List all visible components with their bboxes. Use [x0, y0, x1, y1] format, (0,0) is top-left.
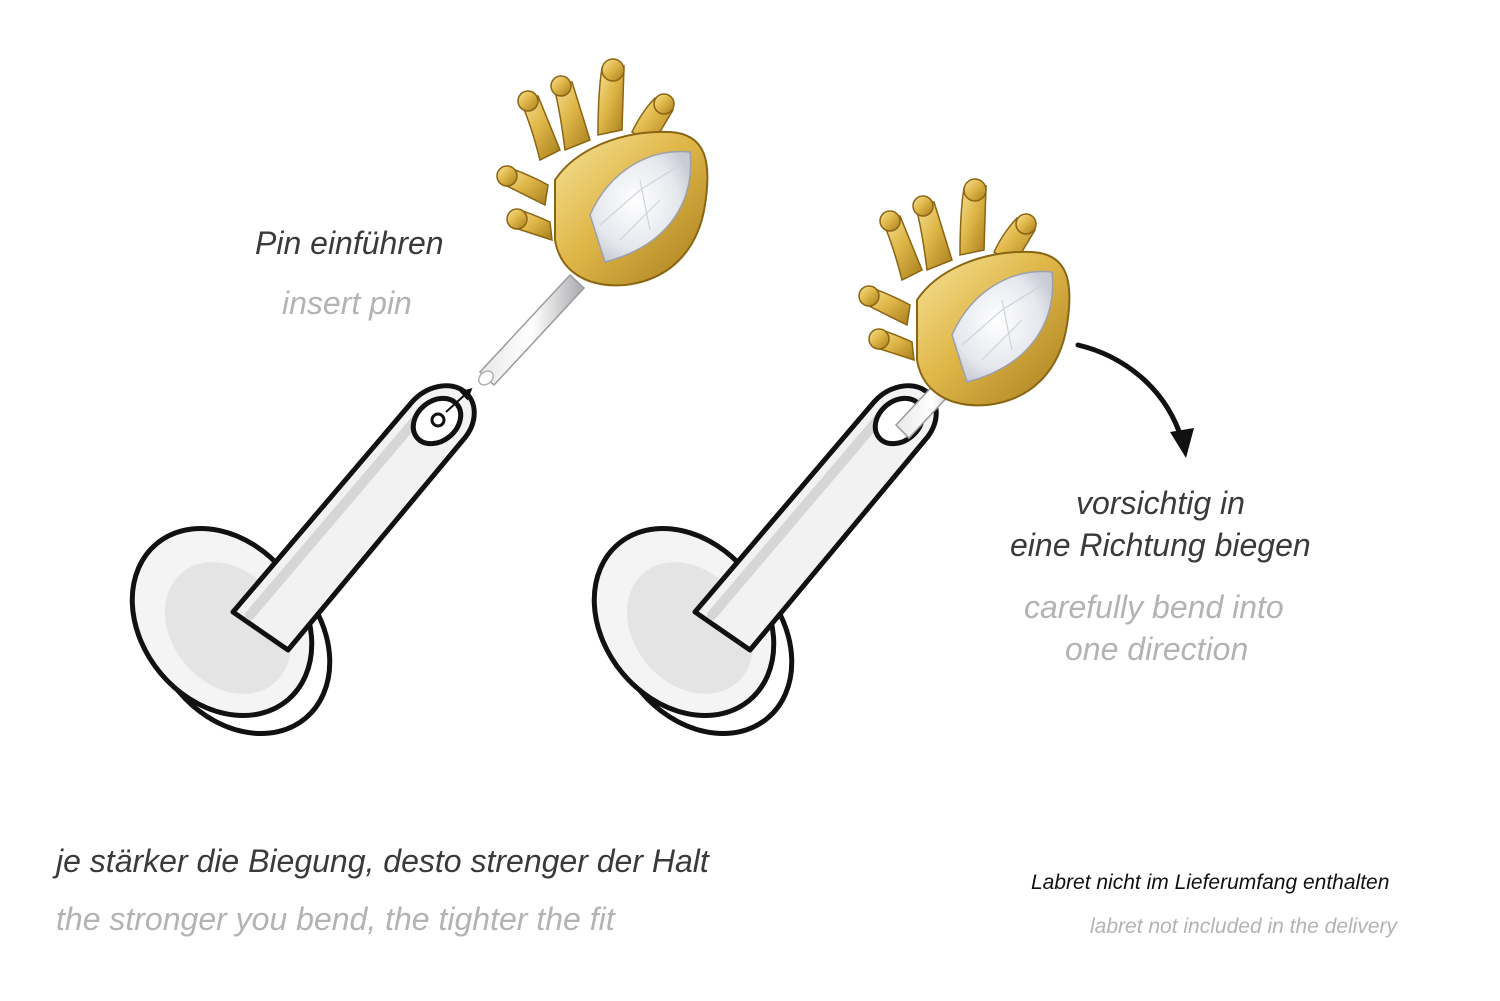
labret-base-right [591, 383, 939, 737]
hint-label-de: je stärker die Biegung, desto strenger d… [56, 843, 709, 879]
bend-arrow-icon [1075, 342, 1194, 458]
bend-step-label-en-line2: one direction [1065, 631, 1249, 667]
insert-step-label-de: Pin einführen [255, 225, 444, 261]
bend-step-label-de-line1: vorsichtig in [1076, 485, 1245, 521]
insert-arrow-icon [445, 387, 473, 413]
gem-left [589, 150, 692, 263]
note-label-de: Labret nicht im Lieferumfang enthalten [1031, 871, 1390, 894]
note-label-en: labret not included in the delivery [1090, 915, 1398, 938]
insert-step-label-en: insert pin [282, 285, 412, 321]
labret-base-left [129, 383, 477, 737]
gold-eye-top-left [496, 58, 709, 287]
pin-left [478, 273, 586, 387]
gem-right [951, 270, 1054, 383]
bend-step-label-en-line1: carefully bend into [1024, 589, 1284, 625]
bend-step-label-de-line2: eine Richtung biegen [1010, 527, 1311, 563]
gold-eye-top-right [858, 178, 1071, 407]
hint-label-en: the stronger you bend, the tighter the f… [56, 901, 615, 937]
